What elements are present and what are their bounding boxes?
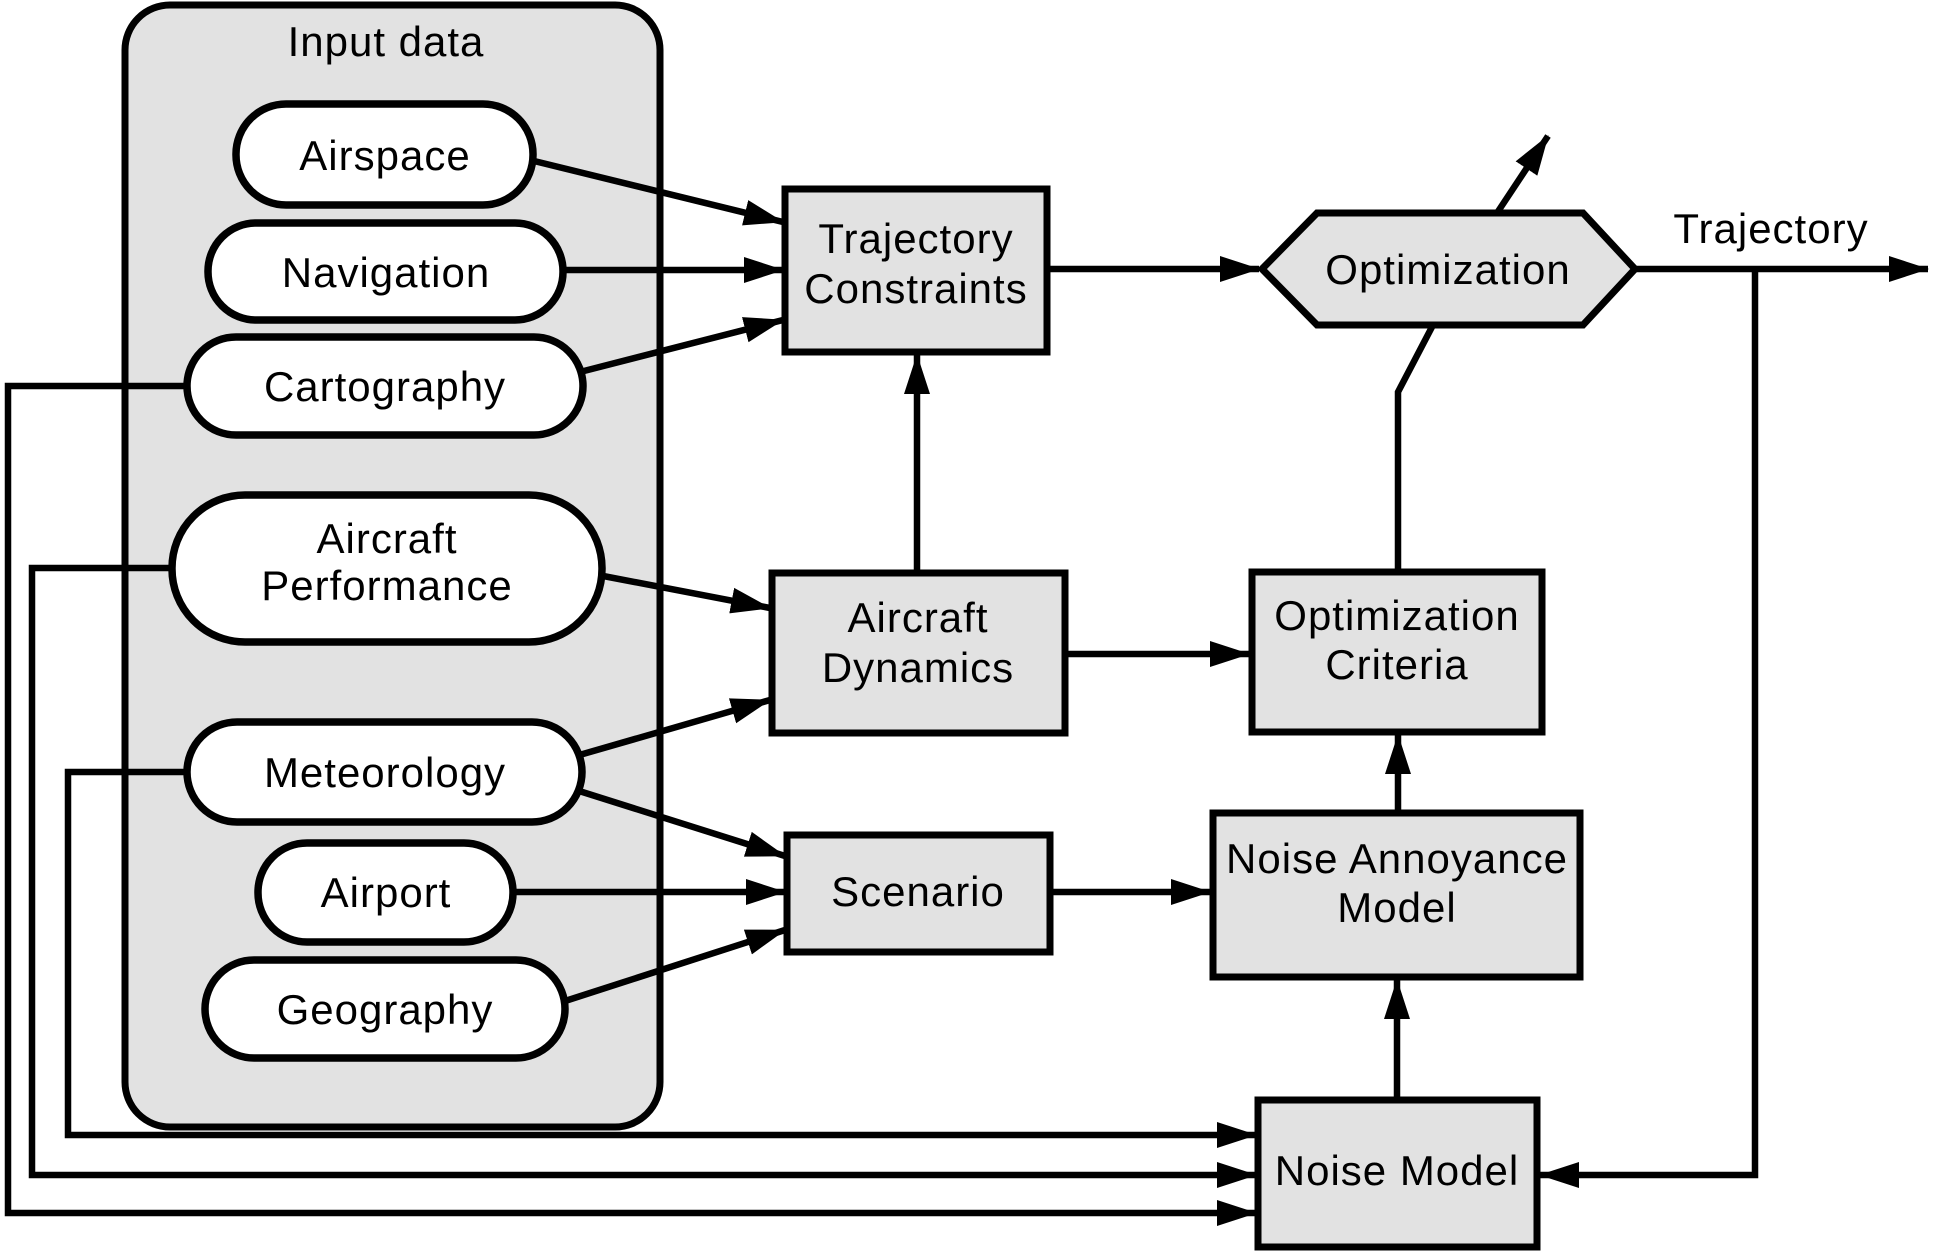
pill-meteorology [183,718,586,826]
node-trajectory-constraints-label-line1: Trajectory [818,215,1013,262]
pill-cartography-label: Cartography [264,363,506,410]
pill-airport-label: Airport [321,869,452,916]
input-data-group-title: Input data [288,18,485,65]
edge-geography-to-scenario [561,926,786,1006]
node-aircraft-dynamics-label-line1: Aircraft [847,594,988,641]
pill-aircraft-performance-label-line1: Aircraft [316,515,457,562]
edge-meteorology-to-aircraft-dynamics [575,696,771,760]
edge-optimization-exit-arrow [1494,134,1551,215]
node-trajectory-constraints [781,185,1051,356]
edge-meteorology-to-noise-model [64,768,1257,1148]
pill-geography-label: Geography [277,986,494,1033]
edge-cartography-to-trajectory-constraints [579,316,784,376]
pill-navigation-label: Navigation [282,249,490,296]
pill-aircraft-performance-label-line2: Performance [261,562,512,609]
pill-cartography [183,333,587,439]
node-aircraft-dynamics [768,569,1069,737]
edge-cartography-to-noise-model [4,382,1257,1226]
edge-airspace-to-trajectory-constraints [529,156,784,226]
trajectory-output-label: Trajectory [1673,205,1868,252]
node-noise-model-label: Noise Model [1275,1147,1519,1194]
node-noise-annoyance-model [1209,809,1584,981]
pill-airspace-label: Airspace [299,132,470,179]
pill-airspace [232,100,537,209]
node-optimization-label: Optimization [1325,246,1570,293]
node-aircraft-dynamics-label-line2: Dynamics [822,644,1014,691]
pill-geography [201,956,569,1062]
node-noise-annoyance-model-label-line2: Model [1337,884,1456,931]
node-optimization-criteria-label-line2: Criteria [1325,641,1468,688]
edge-trajectory-to-noise-model-feedback [1539,269,1759,1188]
edge-optimization-criteria-to-optimization [1394,323,1436,572]
node-noise-annoyance-model-label-line1: Noise Annoyance [1226,835,1568,882]
node-optimization-criteria-label-line1: Optimization [1274,592,1519,639]
edge-aircraft-performance-to-aircraft-dynamics [597,571,771,614]
edge-meteorology-to-scenario [575,786,786,860]
node-noise-model [1254,1096,1541,1251]
node-scenario [783,831,1054,956]
node-scenario-label: Scenario [831,868,1005,915]
pill-meteorology-label: Meteorology [264,749,506,796]
pill-navigation [204,219,567,324]
pill-aircraft-performance [168,491,606,646]
pill-airport [254,839,517,946]
node-optimization-hexagon [1257,209,1640,329]
node-optimization-criteria [1248,568,1546,736]
edge-aircraft-performance-to-noise-model [28,564,1257,1188]
node-trajectory-constraints-label-line2: Constraints [804,265,1027,312]
